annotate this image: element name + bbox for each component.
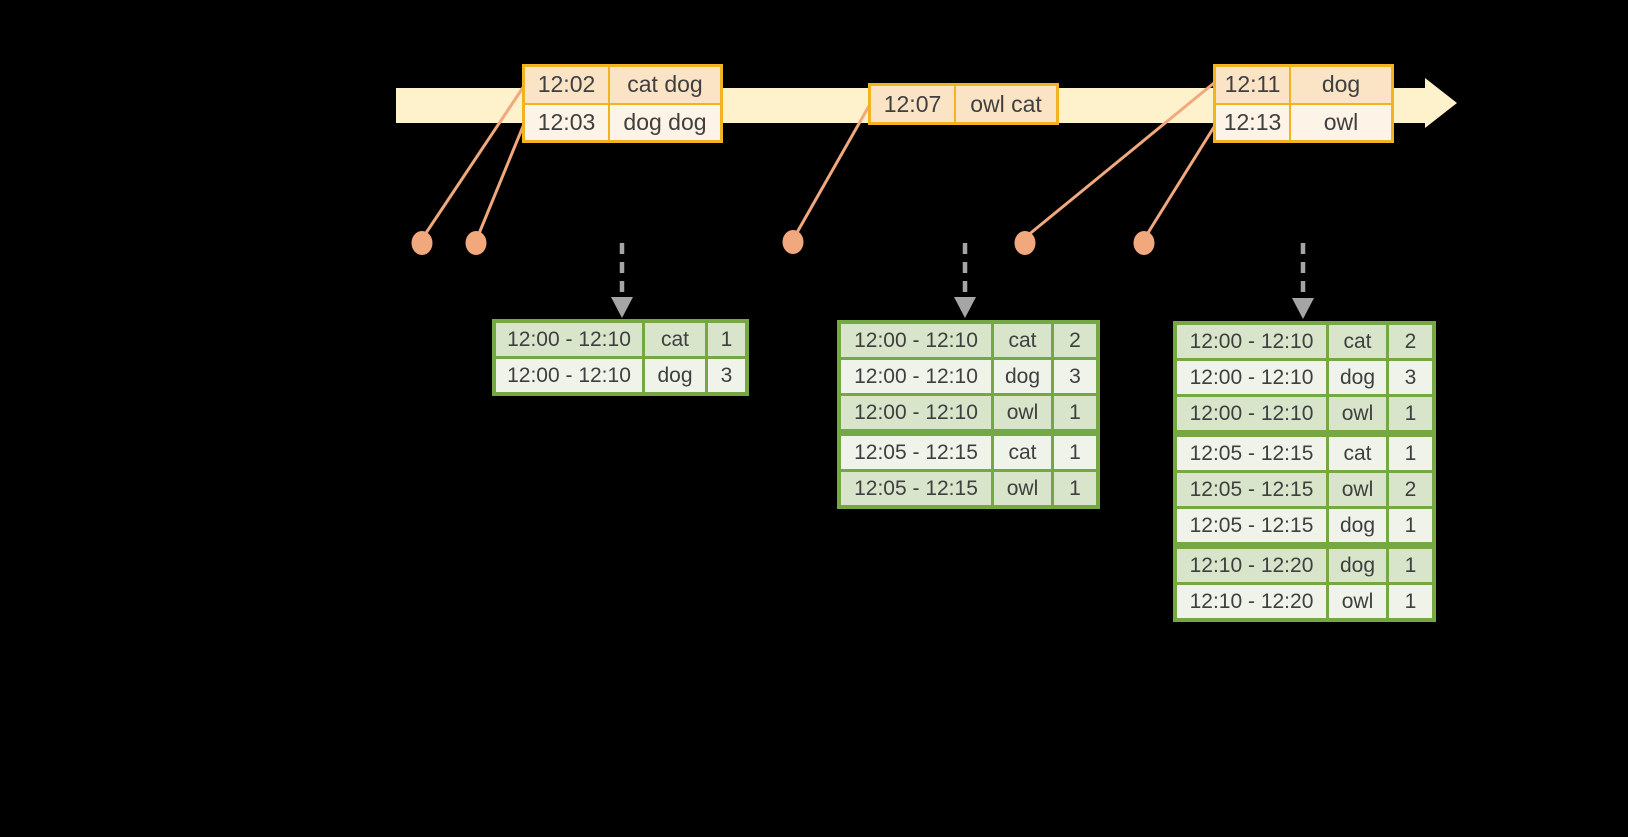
count-cell: 1 bbox=[708, 323, 745, 356]
count-cell: 1 bbox=[1389, 549, 1432, 582]
count-cell: 2 bbox=[1054, 324, 1096, 357]
window-cell: 12:00 - 12:10 bbox=[1177, 397, 1326, 430]
count-cell: 3 bbox=[708, 359, 745, 392]
count-cell: 2 bbox=[1389, 325, 1432, 358]
word-cell: cat bbox=[1329, 325, 1386, 358]
event-connector-line bbox=[422, 85, 526, 237]
trigger-arrowhead-icon bbox=[1292, 298, 1314, 319]
word-cell: dog bbox=[1329, 549, 1386, 582]
count-cell: 1 bbox=[1389, 437, 1432, 470]
event-words-cell: dog dog bbox=[610, 104, 720, 140]
trigger-arrowhead-icon bbox=[611, 297, 633, 318]
event-time-cell: 12:13 bbox=[1216, 104, 1289, 140]
window-cell: 12:00 - 12:10 bbox=[841, 396, 991, 429]
event-time-dot bbox=[465, 231, 487, 255]
event-words-cell: cat dog bbox=[610, 67, 720, 103]
window-cell: 12:05 - 12:15 bbox=[841, 472, 991, 505]
word-cell: dog bbox=[994, 360, 1051, 393]
window-cell: 12:00 - 12:10 bbox=[1177, 325, 1326, 358]
word-cell: owl bbox=[1329, 397, 1386, 430]
event-time-dot bbox=[1133, 231, 1155, 255]
timeline-arrowhead-icon bbox=[1425, 78, 1457, 128]
word-cell: dog bbox=[1329, 361, 1386, 394]
word-cell: cat bbox=[994, 436, 1051, 469]
window-cell: 12:00 - 12:10 bbox=[841, 324, 991, 357]
count-cell: 1 bbox=[1054, 436, 1096, 469]
event-time-dot bbox=[782, 230, 804, 254]
window-cell: 12:05 - 12:15 bbox=[841, 436, 991, 469]
count-cell: 1 bbox=[1389, 585, 1432, 618]
event-time-cell: 12:03 bbox=[525, 104, 608, 140]
event-time-cell: 12:07 bbox=[871, 86, 954, 122]
event-connector-line bbox=[1144, 126, 1216, 237]
event-connector-line bbox=[476, 123, 526, 237]
word-cell: owl bbox=[994, 472, 1051, 505]
count-cell: 1 bbox=[1389, 397, 1432, 430]
window-cell: 12:00 - 12:10 bbox=[1177, 361, 1326, 394]
word-cell: owl bbox=[1329, 585, 1386, 618]
count-cell: 3 bbox=[1054, 360, 1096, 393]
word-cell: dog bbox=[645, 359, 705, 392]
window-cell: 12:10 - 12:20 bbox=[1177, 585, 1326, 618]
event-words-cell: owl bbox=[1291, 104, 1391, 140]
event-time-dot bbox=[1014, 231, 1036, 255]
count-cell: 1 bbox=[1389, 509, 1432, 542]
window-cell: 12:10 - 12:20 bbox=[1177, 549, 1326, 582]
word-cell: dog bbox=[1329, 509, 1386, 542]
word-cell: cat bbox=[994, 324, 1051, 357]
count-cell: 3 bbox=[1389, 361, 1432, 394]
window-cell: 12:00 - 12:10 bbox=[841, 360, 991, 393]
event-time-cell: 12:02 bbox=[525, 67, 608, 103]
event-time-cell: 12:11 bbox=[1216, 67, 1289, 103]
window-cell: 12:05 - 12:15 bbox=[1177, 473, 1326, 506]
count-cell: 1 bbox=[1054, 396, 1096, 429]
event-words-cell: dog bbox=[1291, 67, 1391, 103]
word-cell: cat bbox=[645, 323, 705, 356]
event-time-dot bbox=[411, 231, 433, 255]
window-cell: 12:05 - 12:15 bbox=[1177, 437, 1326, 470]
count-cell: 2 bbox=[1389, 473, 1432, 506]
word-cell: owl bbox=[1329, 473, 1386, 506]
window-cell: 12:00 - 12:10 bbox=[496, 359, 642, 392]
count-cell: 1 bbox=[1054, 472, 1096, 505]
event-connector-line bbox=[793, 105, 871, 237]
word-cell: owl bbox=[994, 396, 1051, 429]
event-connector-line bbox=[1026, 81, 1215, 238]
trigger-arrowhead-icon bbox=[954, 297, 976, 318]
word-cell: cat bbox=[1329, 437, 1386, 470]
window-cell: 12:05 - 12:15 bbox=[1177, 509, 1326, 542]
event-words-cell: owl cat bbox=[956, 86, 1056, 122]
window-cell: 12:00 - 12:10 bbox=[496, 323, 642, 356]
